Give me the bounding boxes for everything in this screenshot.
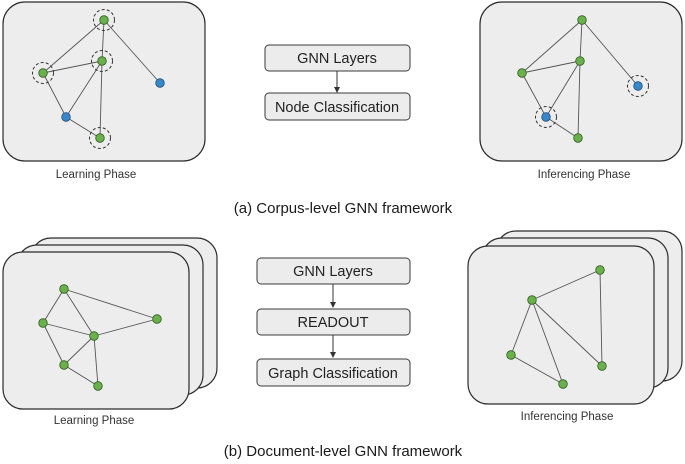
document-arrowhead-2 <box>330 352 336 358</box>
graph-classification-box <box>256 358 411 387</box>
green-node <box>38 318 48 328</box>
green-node <box>506 350 516 360</box>
green-node <box>527 295 537 305</box>
labeled-node-ring <box>32 62 54 84</box>
target-node-ring <box>627 75 649 97</box>
corpus-inferencing-label: Inferencing Phase <box>538 169 631 181</box>
green-node <box>95 133 105 143</box>
blue-node <box>541 112 551 122</box>
blue-node <box>61 112 71 122</box>
green-node <box>152 314 162 324</box>
document-learning-graphs <box>2 237 218 410</box>
document-inferencing-label: Inferencing Phase <box>521 411 614 423</box>
corpus-learning-panel <box>2 1 206 162</box>
document-arrowhead-1 <box>330 302 336 308</box>
green-node <box>595 265 605 275</box>
green-node <box>59 284 69 294</box>
document-steps: GNN Layers READOUT Graph Classification <box>256 257 411 387</box>
document-learning-label: Learning Phase <box>54 415 135 427</box>
corpus-caption: (a) Corpus-level GNN framework <box>234 200 453 217</box>
corpus-inferencing-panel <box>479 1 683 162</box>
green-node <box>573 133 583 143</box>
corpus-steps: GNN Layers Node Classification <box>264 44 411 121</box>
labeled-node-ring <box>91 50 113 72</box>
corpus-arrowhead <box>334 87 340 93</box>
labeled-node-ring <box>93 9 115 31</box>
green-node <box>577 15 587 25</box>
green-node <box>99 15 109 25</box>
node-classification-label: Node Classification <box>275 100 399 116</box>
graph-classification-label: Graph Classification <box>268 366 398 382</box>
corpus-gnn-layers-label: GNN Layers <box>297 51 377 67</box>
green-node <box>597 361 607 371</box>
document-caption: (b) Document-level GNN framework <box>224 443 463 460</box>
green-node <box>558 379 568 389</box>
target-node-ring <box>535 106 557 128</box>
node-classification-box <box>264 92 411 121</box>
blue-node <box>155 78 165 88</box>
labeled-node-ring <box>89 127 111 149</box>
corpus-inferencing-graph <box>479 1 683 162</box>
corpus-learning-graph <box>2 1 206 162</box>
green-node <box>517 68 527 78</box>
document-learning-panel <box>2 251 190 410</box>
blue-node <box>633 81 643 91</box>
corpus-learning-label: Learning Phase <box>56 169 137 181</box>
green-node <box>59 360 69 370</box>
readout-label: READOUT <box>298 315 369 331</box>
document-inferencing-graphs <box>467 230 683 405</box>
green-node <box>97 56 107 66</box>
green-node <box>89 331 99 341</box>
document-gnn-layers-label: GNN Layers <box>293 264 373 280</box>
green-node <box>38 68 48 78</box>
green-node <box>93 381 103 391</box>
document-inferencing-panel <box>467 245 655 405</box>
green-node <box>575 56 585 66</box>
